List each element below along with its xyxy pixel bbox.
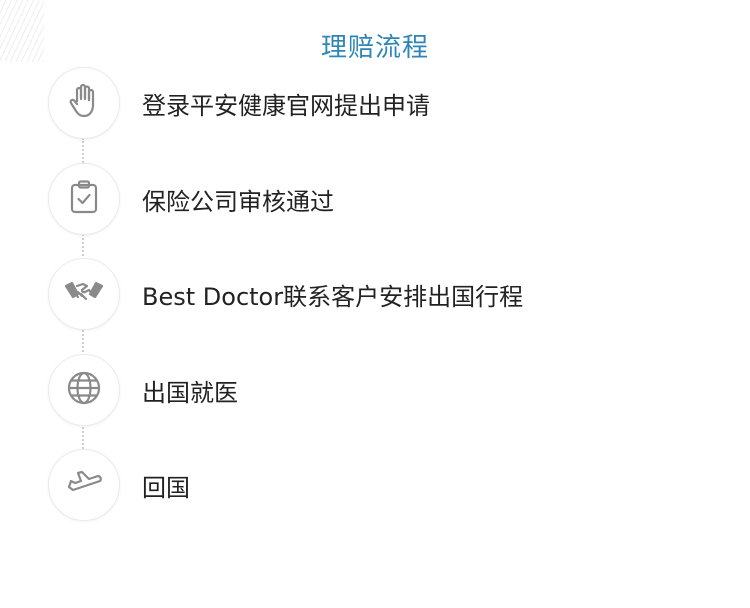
clipboard-check-icon (64, 177, 104, 221)
step-icon-circle (48, 449, 120, 521)
step-label: 回国 (142, 473, 190, 502)
step-icon-circle (48, 258, 120, 330)
step-icon-circle (48, 163, 120, 235)
step-3: Best Doctor联系客户安排出国行程 (48, 258, 523, 330)
step-connector (82, 424, 84, 452)
corner-decoration (0, 0, 44, 62)
step-connector (82, 330, 84, 356)
step-1: 登录平安健康官网提出申请 (48, 67, 430, 139)
step-4: 出国就医 (48, 354, 238, 426)
step-connector (82, 234, 84, 260)
airplane-icon (64, 463, 104, 507)
step-label: 登录平安健康官网提出申请 (142, 91, 430, 120)
step-connector (82, 138, 84, 166)
step-5: 回国 (48, 449, 190, 521)
step-2: 保险公司审核通过 (48, 163, 334, 235)
handshake-icon (64, 272, 104, 316)
step-label: 出国就医 (142, 378, 238, 407)
step-label: 保险公司审核通过 (142, 187, 334, 216)
step-label: Best Doctor联系客户安排出国行程 (142, 282, 524, 311)
step-icon-circle (48, 67, 120, 139)
step-icon-circle (48, 354, 120, 426)
page-title: 理赔流程 (320, 33, 429, 63)
globe-icon (64, 368, 104, 412)
hand-icon (64, 81, 104, 125)
